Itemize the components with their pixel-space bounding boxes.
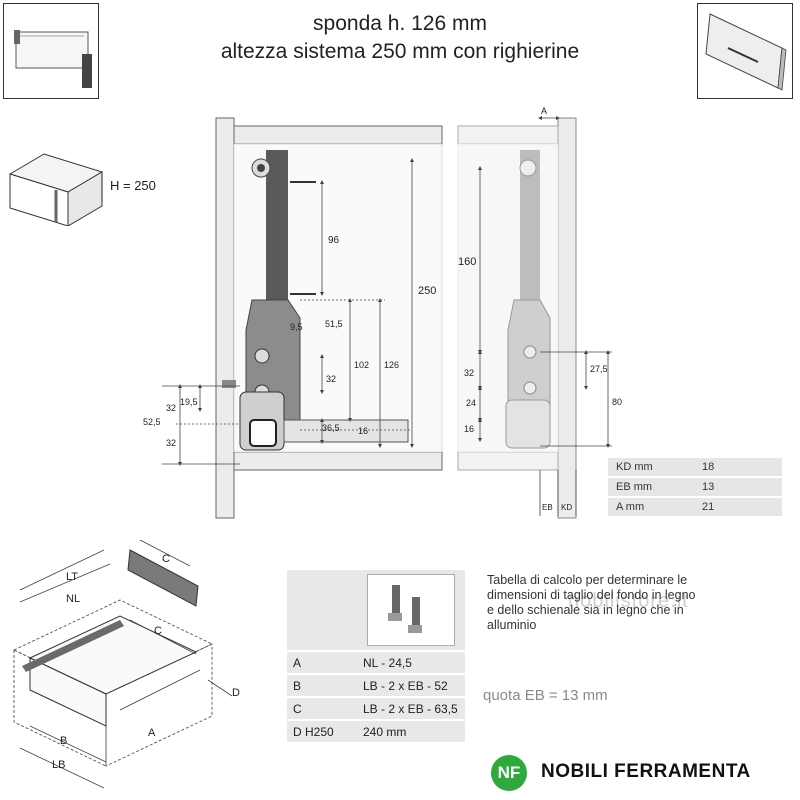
right-section <box>457 117 577 519</box>
calc-code: A <box>287 651 357 675</box>
drawer-side-rail <box>22 620 124 672</box>
note-line-2: dimensioni di taglio del fondo in legno <box>487 588 696 602</box>
dim-96: 96 <box>328 235 340 246</box>
spec-value: 18 <box>694 458 782 478</box>
note-line-4: alluminio <box>487 618 537 632</box>
spec-key: A mm <box>608 497 694 518</box>
dim-32: 32 <box>326 374 336 384</box>
calc-formula: 240 mm <box>357 720 465 744</box>
dim-a-right: A <box>541 106 547 116</box>
side-profile-drawing <box>14 30 92 88</box>
label-d: D <box>232 687 240 699</box>
dim-24: 24 <box>466 398 476 408</box>
dim-80: 80 <box>612 397 622 407</box>
left-dimension-labels: 96 250 9,5 51,5 102 126 32 36,5 16 19,5 … <box>143 235 436 448</box>
brand-logo[interactable]: NF <box>491 755 527 791</box>
label-a: A <box>148 727 156 739</box>
spec-value: 21 <box>694 497 782 518</box>
calc-row: D H250 240 mm <box>287 720 465 744</box>
profile-image <box>367 574 455 646</box>
calc-formula: LB - 2 x EB - 63,5 <box>357 697 465 721</box>
dim-27-5: 27,5 <box>590 364 608 374</box>
dim-32-upper: 32 <box>166 403 176 413</box>
spec-row: A mm 21 <box>608 497 782 518</box>
front-panel-thumbnail[interactable] <box>697 3 793 99</box>
brand-name[interactable]: NOBILI FERRAMENTA <box>541 761 751 782</box>
dim-102: 102 <box>354 360 369 370</box>
dim-32-lower: 32 <box>166 438 176 448</box>
calc-row: B LB - 2 x EB - 52 <box>287 674 465 698</box>
label-b: B <box>60 735 67 747</box>
dim-51-5: 51,5 <box>325 319 343 329</box>
isometric-drawer-diagram: LT NL C C D A B LB <box>12 539 240 789</box>
note-line-1: Tabella di calcolo per determinare le <box>487 573 688 587</box>
dim-126: 126 <box>384 360 399 370</box>
spec-key: EB mm <box>608 477 694 498</box>
dim-9-5: 9,5 <box>290 322 303 332</box>
front-panel-drawing <box>705 13 787 91</box>
dim-16-right: 16 <box>464 424 474 434</box>
left-drawer-side-profile <box>222 150 409 451</box>
calc-formula: NL - 24,5 <box>357 651 465 675</box>
profile-icon <box>388 585 422 633</box>
spec-table: KD mm 18 EB mm 13 A mm 21 <box>608 458 782 518</box>
drawer-icon <box>8 153 104 227</box>
label-c-top: C <box>154 625 162 637</box>
calc-table: A NL - 24,5 B LB - 2 x EB - 52 C LB - 2 … <box>287 570 465 744</box>
calc-code: C <box>287 697 357 721</box>
dim-eb: EB <box>542 503 553 512</box>
spec-row: EB mm 13 <box>608 477 782 498</box>
calc-row: A NL - 24,5 <box>287 651 465 675</box>
quota-eb: quota EB = 13 mm <box>483 687 608 704</box>
side-profile-thumbnail[interactable] <box>3 3 99 99</box>
watermark: nobilistore.it <box>568 590 689 612</box>
dim-36-5: 36,5 <box>322 423 340 433</box>
drawer-icon-group: H = 250 <box>4 146 164 227</box>
drawer-height-label: H = 250 <box>110 178 156 193</box>
cross-section-diagram: 96 250 9,5 51,5 102 126 32 36,5 16 19,5 … <box>143 106 622 519</box>
iso-dimension-lines <box>19 539 233 789</box>
label-nl: NL <box>66 593 80 605</box>
dim-19-5: 19,5 <box>180 397 198 407</box>
spec-value: 13 <box>694 477 782 498</box>
calc-table-header <box>287 570 465 652</box>
left-dimension-lines <box>162 158 414 466</box>
profile-image-cell <box>357 570 465 652</box>
dim-32-right: 32 <box>464 368 474 378</box>
label-lt: LT <box>66 571 78 583</box>
right-dimension-labels: A 160 32 24 16 27,5 80 EB KD <box>458 106 622 512</box>
calc-formula: LB - 2 x EB - 52 <box>357 674 465 698</box>
calc-row: C LB - 2 x EB - 63,5 <box>287 697 465 721</box>
label-lb: LB <box>52 759 65 771</box>
dim-250: 250 <box>418 285 436 297</box>
right-dimension-lines <box>478 116 612 516</box>
spec-key: KD mm <box>608 458 694 478</box>
calc-code: D H250 <box>287 720 357 744</box>
calc-note: Tabella di calcolo per determinare le di… <box>487 573 737 633</box>
calc-code: B <box>287 674 357 698</box>
iso-labels: LT NL C C D A B LB <box>52 553 240 771</box>
note-line-3: e dello schienale sia in legno che in <box>487 603 684 617</box>
dim-160: 160 <box>458 256 476 268</box>
title-line-1: sponda h. 126 mm <box>313 12 487 35</box>
title: sponda h. 126 mm altezza sistema 250 mm … <box>200 10 600 66</box>
drawer-body <box>28 615 198 727</box>
label-c-back: C <box>162 553 170 565</box>
spec-row: KD mm 18 <box>608 458 782 478</box>
back-panel <box>127 549 199 607</box>
dim-52-5: 52,5 <box>143 417 161 427</box>
title-line-2: altezza sistema 250 mm con righierine <box>220 40 580 63</box>
dim-kd: KD <box>561 503 572 512</box>
dim-16: 16 <box>358 426 368 436</box>
